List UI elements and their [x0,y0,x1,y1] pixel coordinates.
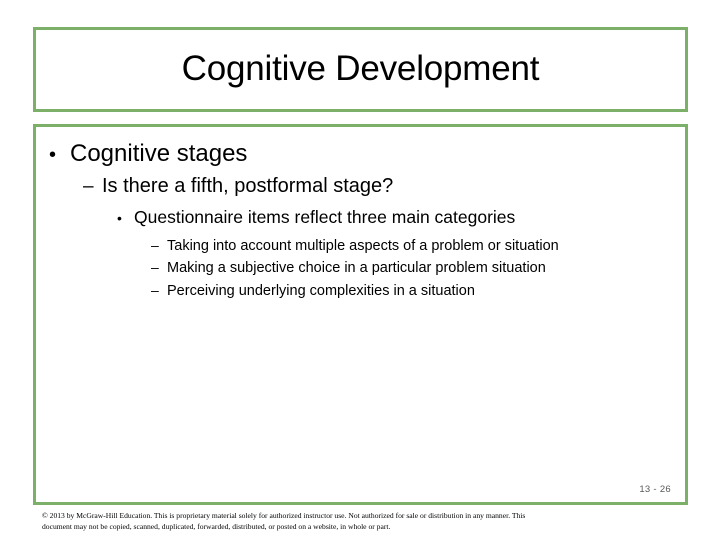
bullet-dash-icon: – [151,236,159,253]
bullet-dash-icon: – [151,282,159,299]
list-item-label: Perceiving underlying complexities in a … [167,283,475,300]
bullet-dot-icon: • [117,209,122,226]
title-placeholder: Cognitive Development [33,27,688,112]
bullet-dash-icon: – [83,176,94,198]
list-item: – Making a subjective choice in a partic… [36,259,685,278]
list-item-label: Making a subjective choice in a particul… [167,260,546,277]
bullet-dot-icon: • [49,144,57,166]
list-item: – Taking into account multiple aspects o… [36,237,685,256]
copyright-line-2: document may not be copied, scanned, dup… [42,521,391,531]
list-item: – Perceiving underlying complexities in … [36,282,685,301]
list-item: – Is there a fifth, postformal stage? [36,175,685,199]
list-item-label: Questionnaire items reflect three main c… [134,206,516,227]
list-item-label: Cognitive stages [70,140,248,167]
page-title: Cognitive Development [181,49,540,89]
list-item: • Questionnaire items reflect three main… [36,207,685,228]
list-item-label: Is there a fifth, postformal stage? [102,175,394,198]
bullet-dash-icon: – [151,259,159,276]
list-item-label: Taking into account multiple aspects of … [167,237,559,254]
bullet-list: • Cognitive stages – Is there a fifth, p… [36,127,685,301]
list-item: • Cognitive stages [36,140,685,168]
slide-number: 13 - 26 [639,484,671,495]
content-placeholder: • Cognitive stages – Is there a fifth, p… [33,124,688,505]
copyright-footer: © 2013 by McGraw-Hill Education. This is… [42,511,687,533]
copyright-line-1: © 2013 by McGraw-Hill Education. This is… [42,511,526,520]
